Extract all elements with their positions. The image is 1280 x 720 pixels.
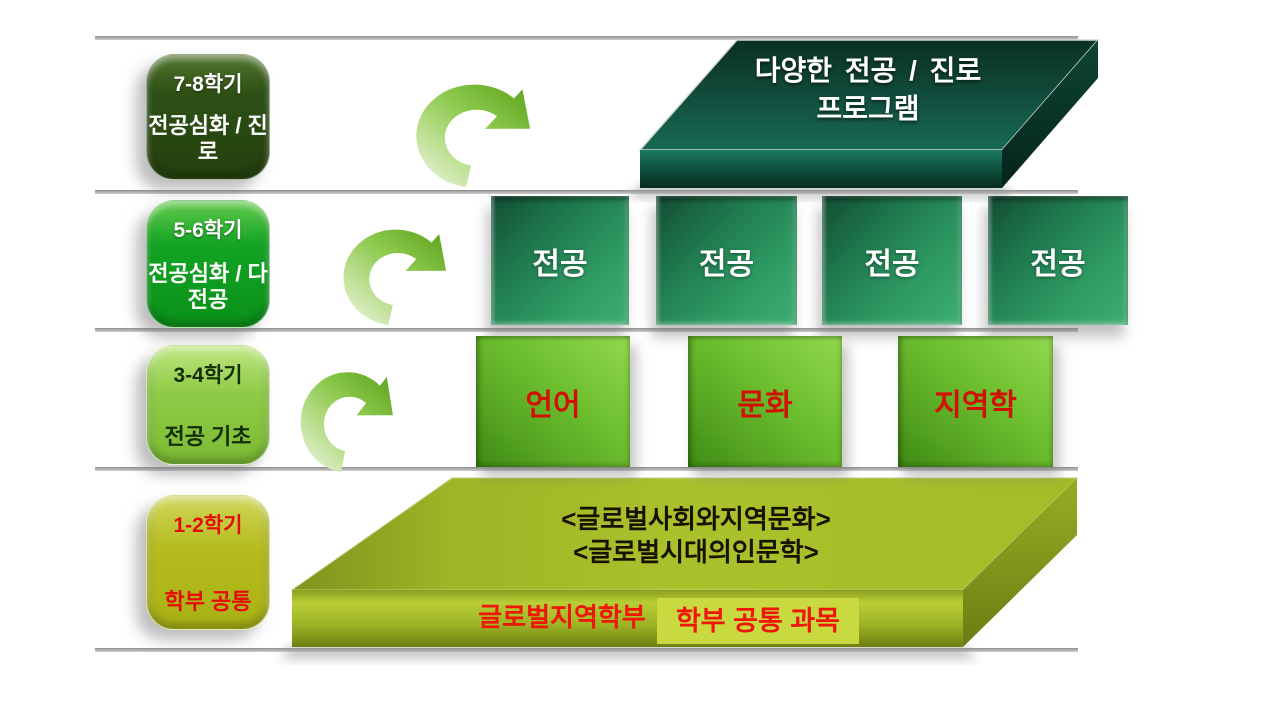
curved-arrow-icon-top (416, 84, 531, 187)
divider-line-3 (95, 328, 1078, 332)
platform-common-courses-label: 학부 공통 과목 (657, 598, 859, 644)
divider-line-4 (95, 467, 1078, 471)
badge-semester-3-4: 3-4학기 전공 기초 (146, 345, 270, 465)
badge-track-label: 전공심화 / 다전공 (148, 261, 268, 312)
divider-line-1 (95, 36, 1078, 40)
curved-arrow-icon-middle (343, 229, 447, 325)
badge-track-label: 학부 공통 (164, 589, 252, 614)
platform-subject-1: <글로벌사회와지역문화> (561, 504, 831, 534)
badge-semester-5-6: 5-6학기 전공심화 / 다전공 (146, 200, 270, 328)
program-box-line1: 다양한 전공 / 진로 (754, 55, 982, 86)
platform-subject-2: <글로벌시대의인문학> (573, 537, 819, 567)
badge-semester-label: 7-8학기 (173, 73, 243, 96)
badge-semester-label: 1-2학기 (173, 514, 243, 537)
major-box-3: 전공 (822, 196, 962, 325)
badge-semester-label: 3-4학기 (173, 364, 243, 387)
badge-semester-1-2: 1-2학기 학부 공통 (146, 495, 270, 630)
badge-track-label: 전공심화 / 진로 (148, 113, 268, 164)
badge-track-label: 전공 기초 (164, 424, 252, 449)
major-box-1: 전공 (491, 196, 629, 325)
platform-subject-list: <글로벌사회와지역문화> <글로벌시대의인문학> (512, 503, 880, 569)
badge-semester-7-8: 7-8학기 전공심화 / 진로 (146, 54, 270, 180)
major-box-4: 전공 (988, 196, 1128, 325)
program-box-line2: 프로그램 (816, 93, 920, 124)
platform-department-label: 글로벌지역학부 (478, 602, 646, 632)
foundation-box-area-studies: 지역학 (898, 336, 1053, 467)
program-box-3d (638, 39, 1100, 188)
foundation-box-culture: 문화 (688, 336, 842, 467)
program-box-title: 다양한 전공 / 진로 프로그램 (690, 52, 1046, 128)
major-box-2: 전공 (656, 196, 797, 325)
curved-arrow-icon-bottom (300, 372, 393, 472)
badge-semester-label: 5-6학기 (173, 219, 243, 242)
foundation-box-language: 언어 (476, 336, 630, 467)
divider-line-2 (95, 190, 1078, 194)
